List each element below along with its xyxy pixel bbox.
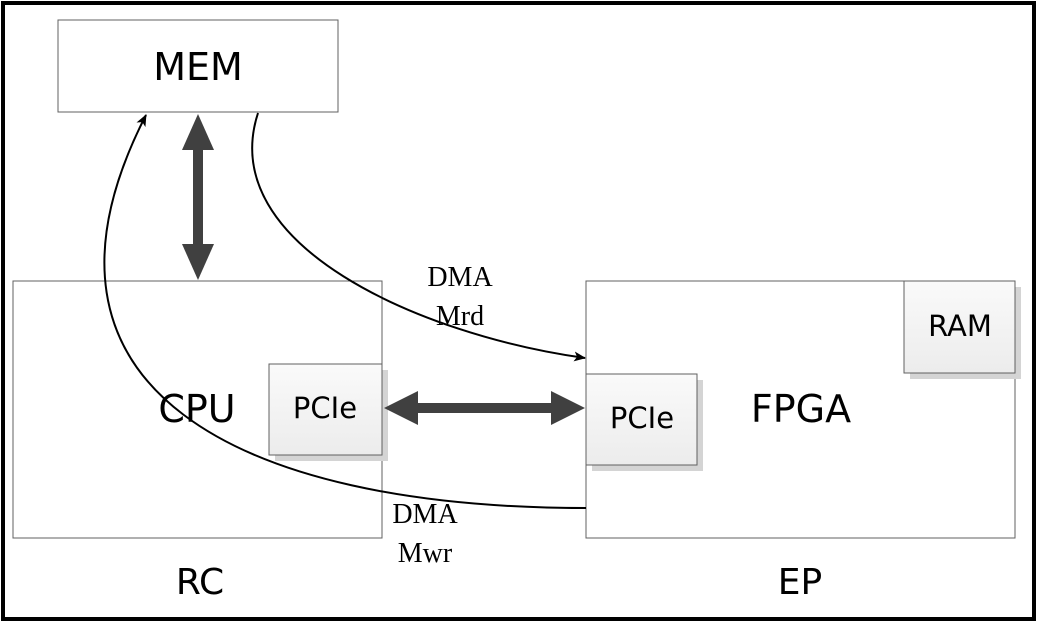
pcie-link-arrow: [384, 391, 585, 425]
mem-block: MEM: [57, 19, 339, 113]
ram-label: RAM: [928, 309, 992, 343]
mem-label: MEM: [153, 45, 243, 89]
rc-block: CPU: [12, 280, 383, 539]
ep-caption: EP: [778, 562, 822, 603]
ram-block: RAM: [903, 280, 1021, 379]
dma-mwr-curve: [103, 114, 587, 509]
mem-cpu-bus-arrow: [182, 114, 214, 280]
rc-pcie-block: PCIe: [268, 363, 388, 461]
rc-caption: RC: [176, 562, 224, 603]
dma-mwr-label-line2: Mwr: [398, 538, 453, 569]
fpga-label: FPGA: [751, 387, 851, 431]
ep-pcie-block: PCIe: [585, 373, 703, 471]
dma-mrd-label-line1: DMA: [427, 262, 493, 293]
dma-mrd-curve: [251, 112, 586, 362]
dma-mwr-label-line1: DMA: [392, 499, 458, 530]
ep-pcie-label: PCIe: [610, 401, 674, 435]
dma-mrd-label-line2: Mrd: [436, 301, 484, 332]
rc-pcie-label: PCIe: [293, 391, 357, 425]
